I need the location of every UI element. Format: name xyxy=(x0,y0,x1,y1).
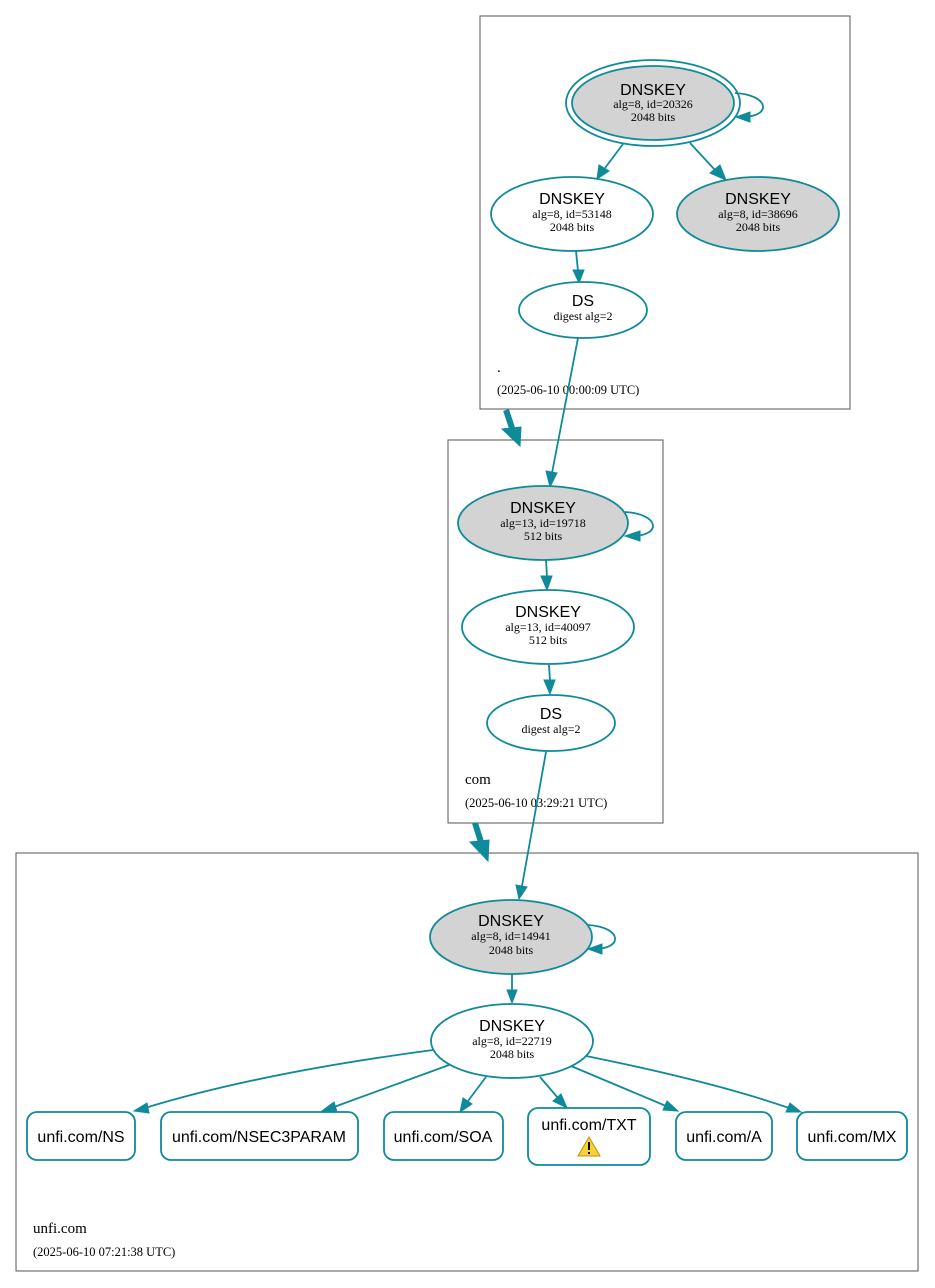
node-root-ds-digest: digest alg=2 xyxy=(553,309,612,323)
node-unfi-ksk-title: DNSKEY xyxy=(478,913,544,930)
node-unfi-zsk[interactable]: DNSKEY alg=8, id=22719 2048 bits xyxy=(430,1003,594,1079)
rrset-nsec3param-label: unfi.com/NSEC3PARAM xyxy=(172,1129,346,1146)
node-root-ksk2-bits: 2048 bits xyxy=(736,220,781,234)
node-com-ksk-alg: alg=13, id=19718 xyxy=(500,516,586,530)
node-root-ds-title: DS xyxy=(572,293,594,310)
node-root-zsk-title: DNSKEY xyxy=(539,191,605,208)
edge-zsk-to-mx xyxy=(585,1055,803,1113)
node-root-zsk-alg: alg=8, id=53148 xyxy=(532,207,612,221)
rrset-mx-label: unfi.com/MX xyxy=(808,1129,897,1146)
node-root-ksk[interactable]: DNSKEY alg=8, id=20326 2048 bits xyxy=(565,59,741,147)
edge-unfi-ksk-to-zsk xyxy=(506,974,518,1005)
node-com-ds-digest: digest alg=2 xyxy=(521,722,580,736)
node-com-ds-title: DS xyxy=(540,706,562,723)
edge-zsk-to-a xyxy=(570,1065,680,1112)
edge-root-ds-to-com-ksk xyxy=(545,337,579,489)
node-unfi-ksk[interactable]: DNSKEY alg=8, id=14941 2048 bits xyxy=(429,899,593,975)
rrset-soa-label: unfi.com/SOA xyxy=(394,1129,493,1146)
node-unfi-ksk-bits: 2048 bits xyxy=(489,943,534,957)
node-unfi-zsk-alg: alg=8, id=22719 xyxy=(472,1034,552,1048)
edge-com-ds-to-unfi-ksk xyxy=(515,751,547,901)
zone-unfi-label: unfi.com xyxy=(33,1221,87,1237)
node-root-ksk-bits: 2048 bits xyxy=(631,110,676,124)
edge-com-ksk-self xyxy=(623,511,654,542)
node-root-ksk2-alg: alg=8, id=38696 xyxy=(718,207,798,221)
rrset-mx[interactable]: unfi.com/MX xyxy=(796,1111,908,1161)
edge-com-zsk-to-ds xyxy=(543,664,556,696)
node-root-zsk[interactable]: DNSKEY alg=8, id=53148 2048 bits xyxy=(490,176,654,252)
node-unfi-zsk-bits: 2048 bits xyxy=(490,1047,535,1061)
node-com-ksk[interactable]: DNSKEY alg=13, id=19718 512 bits xyxy=(457,485,629,561)
node-root-ksk2[interactable]: DNSKEY alg=8, id=38696 2048 bits xyxy=(676,176,840,252)
node-root-ds[interactable]: DS digest alg=2 xyxy=(518,281,648,339)
rrset-a-label: unfi.com/A xyxy=(686,1129,762,1146)
rrset-soa[interactable]: unfi.com/SOA xyxy=(383,1111,504,1161)
node-unfi-zsk-title: DNSKEY xyxy=(479,1018,545,1035)
node-com-zsk-alg: alg=13, id=40097 xyxy=(505,620,591,634)
edge-root-zsk-to-ds xyxy=(572,250,585,285)
node-com-ds[interactable]: DS digest alg=2 xyxy=(486,694,616,752)
node-root-ksk-alg: alg=8, id=20326 xyxy=(613,97,693,111)
node-com-zsk[interactable]: DNSKEY alg=13, id=40097 512 bits xyxy=(461,589,635,665)
warning-icon[interactable] xyxy=(577,1136,601,1157)
edge-root-ksk-self xyxy=(734,92,764,123)
rrset-a[interactable]: unfi.com/A xyxy=(675,1111,773,1161)
edge-zsk-to-nsec3param xyxy=(320,1064,450,1113)
node-com-ksk-title: DNSKEY xyxy=(510,500,576,517)
rrset-ns-label: unfi.com/NS xyxy=(37,1129,124,1146)
node-com-zsk-bits: 512 bits xyxy=(529,633,568,647)
rrset-ns[interactable]: unfi.com/NS xyxy=(26,1111,136,1161)
node-unfi-ksk-alg: alg=8, id=14941 xyxy=(471,929,551,943)
zone-root-label: . xyxy=(497,360,501,376)
rrset-nsec3param[interactable]: unfi.com/NSEC3PARAM xyxy=(160,1111,359,1161)
node-com-zsk-title: DNSKEY xyxy=(515,604,581,621)
edge-unfi-ksk-self xyxy=(586,924,616,955)
edge-zsk-to-txt xyxy=(539,1076,568,1110)
node-com-ksk-bits: 512 bits xyxy=(524,529,563,543)
zone-com-label: com xyxy=(465,772,491,788)
edge-zsk-to-ns xyxy=(132,1049,434,1114)
zone-unfi-timestamp: (2025-06-10 07:21:38 UTC) xyxy=(33,1245,175,1259)
node-root-ksk2-title: DNSKEY xyxy=(725,191,791,208)
rrset-txt-label: unfi.com/TXT xyxy=(541,1117,636,1134)
edge-zsk-to-soa xyxy=(459,1076,487,1114)
node-root-zsk-bits: 2048 bits xyxy=(550,220,595,234)
delegation-arrow-root-com xyxy=(500,409,522,448)
delegation-arrow-com-unfi xyxy=(468,822,490,863)
edge-root-ksk-to-ksk2 xyxy=(689,142,727,181)
node-root-ksk-title: DNSKEY xyxy=(620,82,686,99)
edge-root-ksk-to-zsk xyxy=(596,143,624,181)
edge-com-ksk-to-zsk xyxy=(540,559,553,592)
rrset-txt[interactable]: unfi.com/TXT xyxy=(527,1107,651,1166)
